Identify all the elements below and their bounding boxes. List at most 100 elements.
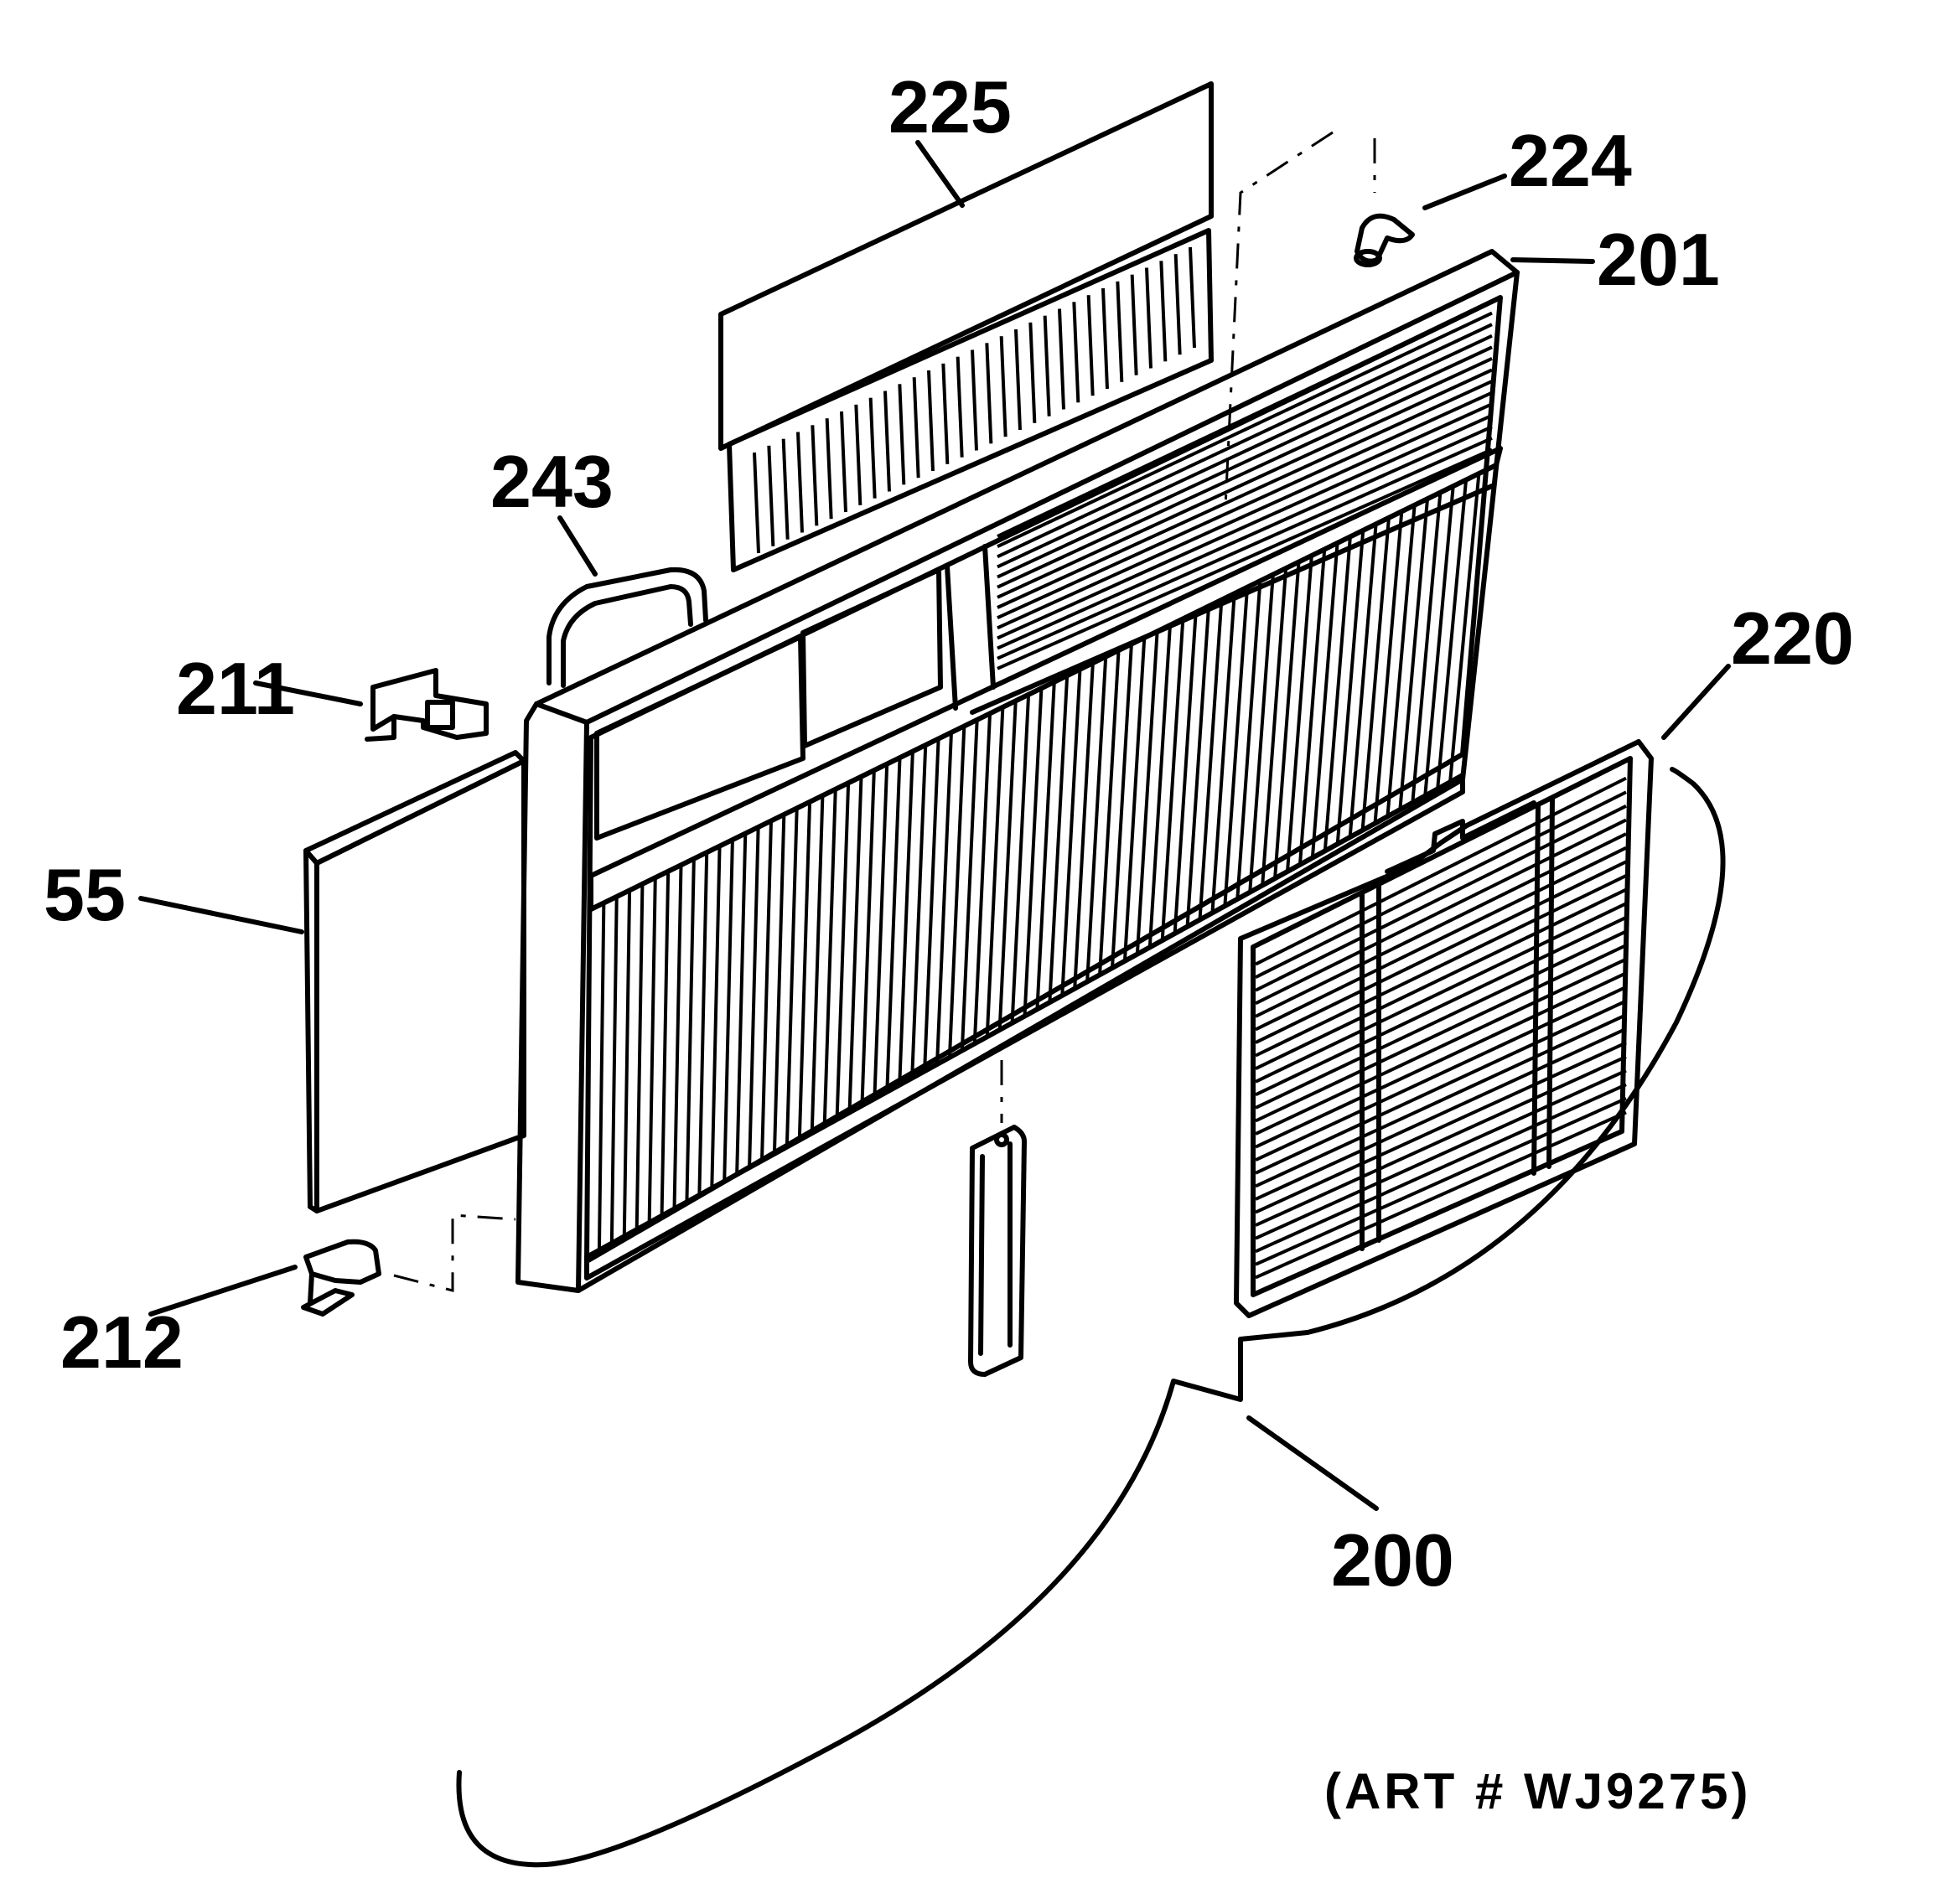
louver-slat: [1111, 642, 1133, 969]
louver-slat: [822, 789, 837, 1126]
part-225-louver-insert[interactable]: [718, 81, 1214, 572]
label-220: 220: [1731, 597, 1854, 680]
louver-slat: [1210, 592, 1236, 913]
louver-slat: [1130, 274, 1138, 375]
louver-slat: [1159, 261, 1168, 362]
louver-slat: [1189, 246, 1196, 349]
louver-slat: [997, 448, 1493, 670]
louver-slat: [1255, 805, 1627, 992]
louver-slat: [1423, 484, 1455, 796]
louver-slat: [1255, 832, 1627, 1018]
label-201: 201: [1597, 218, 1720, 301]
louver-slat: [772, 814, 786, 1154]
louver-slat: [1323, 535, 1353, 851]
louver-slat: [883, 391, 891, 492]
louver-slat: [810, 794, 825, 1134]
louver-slat: [935, 731, 953, 1065]
louver-slat: [1255, 999, 1627, 1175]
label-243: 243: [490, 440, 614, 523]
louver-slat: [997, 425, 1493, 650]
louver-slat: [760, 820, 773, 1162]
louver-slat: [660, 871, 671, 1216]
part-212-clip[interactable]: [301, 1239, 381, 1317]
louver-slat: [1248, 572, 1275, 892]
louver-slat: [1298, 547, 1327, 865]
part-201-front-panel[interactable]: [515, 249, 1520, 1293]
louver-slat: [1255, 818, 1627, 1006]
louver-slat: [767, 445, 775, 546]
louver-slat: [1098, 649, 1121, 975]
louver-slat: [1072, 302, 1080, 403]
louver-slat: [997, 345, 1493, 579]
louver-slat: [1060, 668, 1082, 996]
louver-slat: [997, 368, 1493, 599]
louver-slat: [825, 418, 833, 520]
louver-slat: [1028, 322, 1037, 423]
louver-slat: [1255, 957, 1627, 1136]
louver-slat: [1073, 661, 1095, 989]
louver-slat: [1411, 490, 1443, 804]
louver-slat: [1255, 1083, 1627, 1254]
louver-slat: [997, 391, 1493, 619]
part-55-filter[interactable]: [303, 750, 526, 1213]
louver-slat: [609, 896, 619, 1244]
louver-slat: [1010, 693, 1031, 1023]
louver-slat: [1255, 944, 1627, 1123]
louver-slat: [1198, 598, 1224, 920]
louver-slat: [1448, 471, 1481, 783]
louver-slat: [956, 356, 964, 458]
louver-slat: [1255, 1013, 1627, 1188]
louver-slat: [1255, 1055, 1627, 1227]
label-212: 212: [60, 1301, 184, 1384]
part-243-handle[interactable]: [546, 567, 708, 688]
label-224: 224: [1509, 119, 1632, 202]
louver-slat: [672, 864, 683, 1209]
louver-slat: [1223, 585, 1250, 907]
louver-slat: [1122, 636, 1147, 961]
louver-slat: [748, 826, 760, 1168]
louver-slat: [1335, 528, 1365, 845]
louver-slat: [1255, 846, 1627, 1032]
louver-slat: [1286, 553, 1313, 872]
part-211-clip[interactable]: [365, 668, 489, 742]
louver-slat: [1386, 503, 1417, 817]
louver-slat: [1255, 929, 1627, 1110]
louver-slat: [1085, 655, 1108, 982]
louver-slat: [1310, 541, 1339, 858]
louver-slat: [1255, 1096, 1627, 1266]
louver-slat: [1173, 254, 1182, 355]
louver-slat: [997, 311, 1493, 548]
louver-slat: [997, 357, 1493, 589]
louver-slat: [1147, 623, 1173, 948]
louver-slat: [1255, 860, 1627, 1044]
louver-slat: [997, 437, 1493, 660]
louver-slat: [840, 411, 847, 513]
louver-slat: [1058, 308, 1065, 410]
louver-slat: [1235, 579, 1262, 899]
louver-slat: [1255, 776, 1627, 966]
louver-slat: [985, 343, 993, 444]
louver-slat: [923, 737, 940, 1072]
louver-slat: [835, 782, 851, 1120]
louver-slat: [1014, 329, 1022, 431]
louver-slat: [1255, 971, 1627, 1149]
louver-slat: [1436, 477, 1468, 789]
louver-slat: [622, 890, 632, 1237]
louver-slat: [898, 384, 906, 485]
louver-slat: [941, 363, 950, 464]
part-220-grille[interactable]: [1234, 739, 1654, 1318]
louver-slat: [1116, 281, 1124, 382]
louver-slat: [912, 377, 920, 479]
louver-slat: [1160, 617, 1185, 941]
louver-slat: [1261, 566, 1288, 886]
part-224-knob[interactable]: [1354, 213, 1415, 267]
part-center-bracket[interactable]: [968, 1125, 1027, 1377]
louver-slat: [811, 425, 819, 526]
louver-slat: [1255, 790, 1627, 979]
louver-slat: [1145, 267, 1153, 369]
louver-slat: [697, 851, 709, 1196]
label-211: 211: [176, 647, 295, 730]
louver-slat: [997, 700, 1018, 1031]
louver-slat: [635, 883, 645, 1230]
louver-slat: [860, 769, 876, 1106]
